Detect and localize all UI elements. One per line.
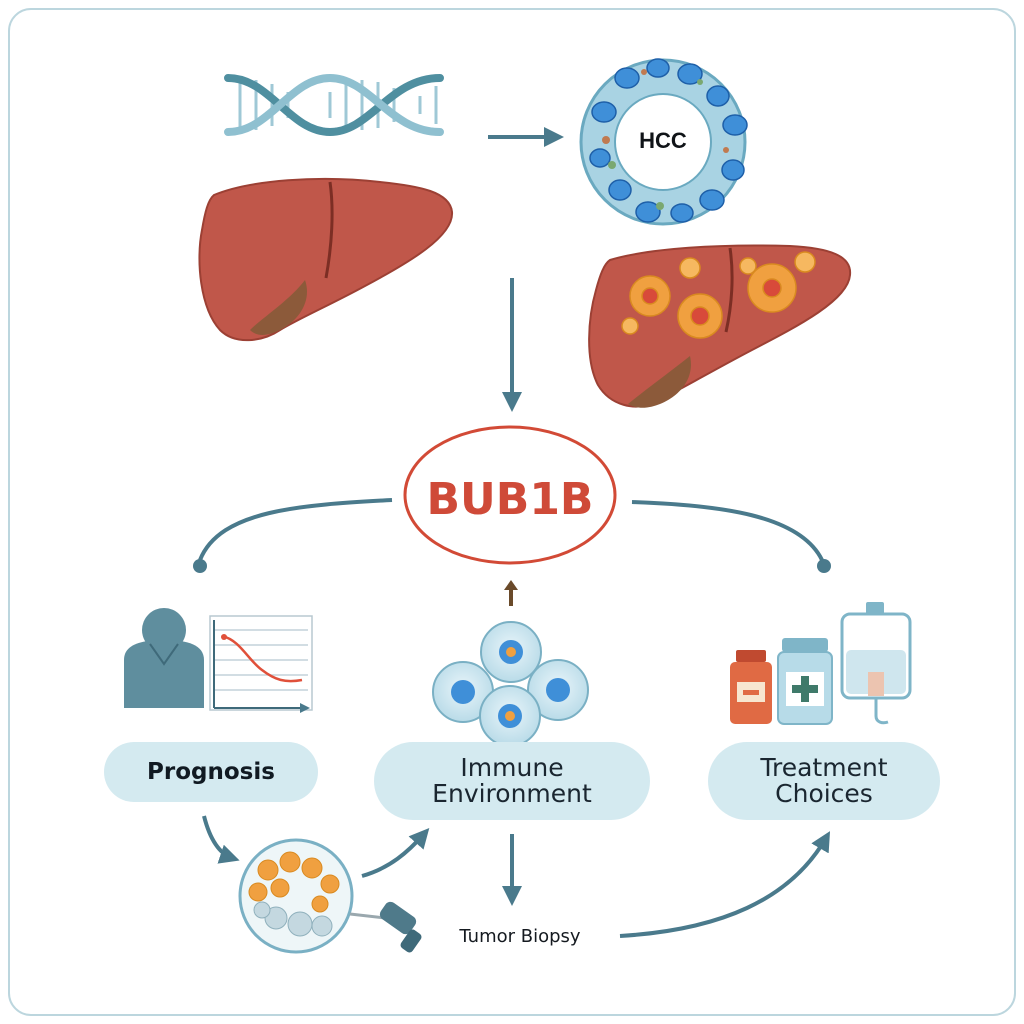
arrow-prognosis-to-sample — [202, 815, 240, 864]
patient-icon — [124, 608, 204, 708]
immune-cells-icon — [432, 621, 589, 747]
treatment-label-line1: Treatment — [760, 752, 888, 782]
treatment-label-line2: Choices — [775, 779, 873, 808]
small-up-arrow — [504, 580, 518, 606]
connector-to-prognosis — [198, 498, 393, 561]
immune-label-line2: Environment — [432, 779, 592, 808]
prognosis-pill: Prognosis — [104, 742, 318, 802]
survival-chart-icon — [209, 615, 313, 713]
pill-jar-icon — [777, 638, 833, 725]
biopsy-sample-icon — [238, 838, 354, 954]
treatment-pill-bg — [708, 742, 940, 820]
dna-helix-icon — [224, 73, 444, 137]
bub1b-ellipse — [403, 425, 617, 565]
tumor-biopsy-label: Tumor Biopsy — [459, 926, 581, 947]
hcc-label: HCC — [639, 128, 687, 153]
immune-pill-bg — [374, 742, 650, 820]
medicine-bottle-icon — [730, 650, 772, 724]
biopsy-needle-icon — [349, 901, 422, 953]
immune-pill: Immune Environment — [374, 742, 650, 820]
prognosis-label: Prognosis — [147, 758, 275, 785]
arrow-biopsy-to-treatment — [619, 831, 831, 938]
treatment-pill: Treatment Choices — [708, 742, 940, 820]
immune-label-line1: Immune — [460, 752, 564, 782]
tumor-liver-icon — [588, 244, 852, 408]
connector-dot-right — [817, 559, 831, 573]
healthy-liver-icon — [198, 177, 454, 342]
bub1b-label: BUB1B — [426, 474, 594, 525]
connector-dot-left — [193, 559, 207, 573]
cell-ring-icon — [579, 58, 748, 226]
connector-to-treatment — [631, 500, 824, 561]
iv-bag-icon — [840, 602, 912, 725]
outer-border — [8, 8, 1016, 1016]
arrow-sample-to-immune — [361, 828, 430, 878]
prognosis-pill-bg — [104, 742, 318, 802]
